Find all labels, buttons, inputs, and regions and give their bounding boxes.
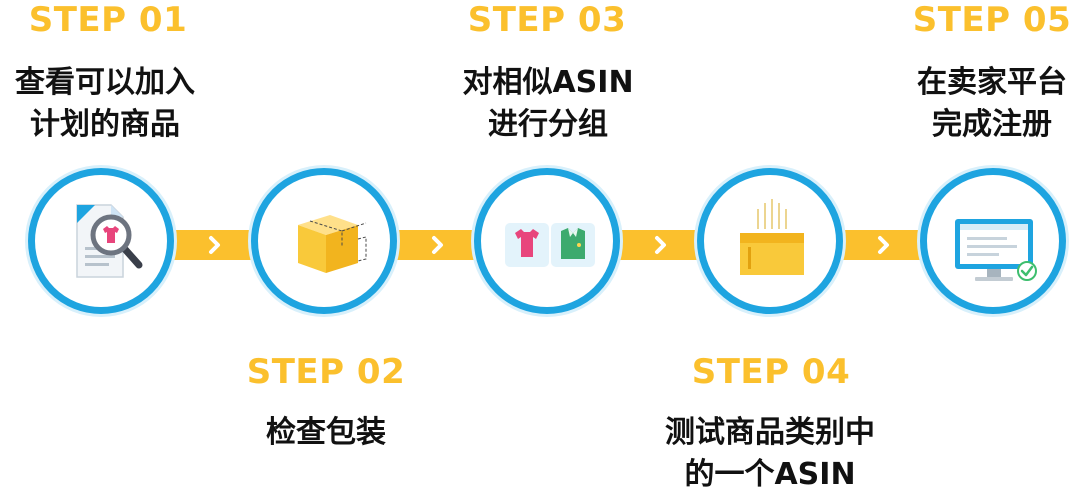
step-3-line-2: 进行分组 — [488, 107, 608, 142]
step-1-circle — [28, 168, 174, 314]
step-1-line-2: 计划的商品 — [30, 107, 180, 142]
step-5-line-1: 在卖家平台 — [917, 65, 1067, 100]
step-3-description: 对相似ASIN 进行分组 — [418, 62, 678, 146]
chevron-right-icon — [878, 236, 889, 254]
step-5-circle — [920, 168, 1066, 314]
step-3-label: STEP 03 — [467, 0, 627, 40]
chevron-right-icon — [432, 236, 443, 254]
step-5-line-2: 完成注册 — [932, 107, 1052, 142]
step-4-line-2: 的一个ASIN — [684, 457, 856, 492]
step-2-label: STEP 02 — [246, 352, 406, 392]
step-4-label: STEP 04 — [691, 352, 851, 392]
box-icon — [298, 215, 367, 273]
step-5-description: 在卖家平台 完成注册 — [862, 62, 1080, 146]
document-search-icon — [76, 204, 143, 278]
step-1-line-1: 查看可以加入 — [15, 65, 195, 100]
step-4-circle — [697, 168, 843, 314]
step-2-line-1: 检查包装 — [266, 415, 386, 450]
step-4-description: 测试商品类别中 的一个ASIN — [640, 412, 900, 496]
package-test-icon — [740, 199, 804, 275]
step-1-label: STEP 01 — [28, 0, 188, 40]
chevron-right-icon — [209, 236, 220, 254]
chevron-right-icon — [655, 236, 666, 254]
step-4-line-1: 测试商品类别中 — [665, 415, 875, 450]
step-2-description: 检查包装 — [196, 412, 456, 454]
step-3-circle — [474, 168, 620, 314]
step-1-description: 查看可以加入 计划的商品 — [0, 62, 235, 146]
step-2-circle — [251, 168, 397, 314]
step-5-label: STEP 05 — [912, 0, 1072, 40]
step-3-line-1: 对相似ASIN — [462, 65, 634, 100]
monitor-check-icon — [955, 219, 1037, 281]
clothing-group-icon — [505, 223, 595, 267]
